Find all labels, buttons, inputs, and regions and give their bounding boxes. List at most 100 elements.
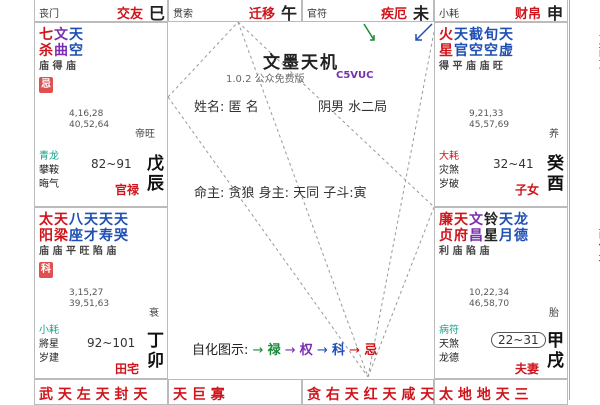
- star-2: 天: [54, 212, 69, 228]
- age-row-1: 9,21,33: [469, 109, 504, 119]
- palace-si[interactable]: 丧门 交友 巳: [34, 0, 168, 23]
- brightness-row: 得 平 庙 庙 旺: [439, 61, 503, 72]
- decade-range: 32~41: [493, 157, 534, 171]
- name-field: 姓名: 匿 名: [194, 100, 259, 115]
- heavenly-stem: 丁: [147, 331, 164, 351]
- star-3: 八: [69, 212, 84, 228]
- center-panel: 文墨天机 1.0.2 公众免费版 C5VUC 姓名: 匿 名 阴男 水二局 命主…: [168, 22, 434, 377]
- chart-code: C5VUC: [336, 70, 374, 81]
- god-1: 青龙: [39, 151, 59, 162]
- star-sha: 杀: [39, 43, 54, 59]
- changsheng-label: 胎: [549, 308, 559, 319]
- age-row-2: 45,57,69: [469, 120, 510, 130]
- star-6: 星: [439, 43, 454, 59]
- legend-lu: 禄: [267, 343, 281, 358]
- star-4: 铃: [484, 212, 499, 228]
- app-version: 1.0.2 公众免费版: [226, 74, 305, 85]
- star-7: 官: [454, 43, 469, 59]
- star-list: 太 地 地 天 三: [439, 387, 529, 403]
- god-1: 小耗: [39, 325, 59, 336]
- brightness-row: 庙 庙 平 旺 陷 庙: [39, 246, 117, 257]
- branch-label: 巳: [149, 4, 166, 23]
- star-1: 火: [439, 27, 454, 43]
- age-row-1: 10,22,34: [469, 288, 510, 298]
- star-11: 月: [499, 228, 514, 244]
- star-5: 天: [499, 27, 514, 43]
- star-qi: 七: [39, 27, 54, 43]
- god-3: 岁建: [39, 353, 59, 364]
- palace-chen[interactable]: 七文天 杀曲空 庙 得 庙 忌 4,16,28 40,52,64 帝旺 青龙 攀…: [34, 22, 168, 207]
- palace-name: 子女: [515, 183, 540, 197]
- palace-name: 夫妻: [515, 362, 540, 376]
- direction-label-right-mid: 西偏北: [597, 228, 600, 264]
- self-transform-legend: 自化图示: → 禄 → 权 → 科 → 忌: [192, 339, 377, 358]
- heavenly-stem: 戊: [147, 154, 164, 174]
- gods-list: 小耗 將星 岁建: [39, 324, 59, 366]
- palace-name: 疾厄: [381, 7, 408, 22]
- palace-yin[interactable]: 武 天 左 天 封 天: [34, 379, 168, 405]
- star-list: 火天截旬天 星官空空虚 得 平 庙 庙 旺: [439, 27, 514, 75]
- earthly-branch: 酉: [547, 174, 564, 194]
- changsheng-label: 衰: [149, 308, 159, 319]
- palace-chou[interactable]: 天 巨 寡: [168, 379, 302, 405]
- branch-label: 未: [413, 4, 430, 23]
- palace-name: 财帛: [515, 7, 542, 22]
- god-2: 將星: [39, 339, 59, 350]
- god-label: 丧门: [39, 9, 59, 20]
- earthly-branch: 辰: [147, 174, 164, 194]
- star-11: 寿: [99, 228, 114, 244]
- palace-you[interactable]: 火天截旬天 星官空空虚 得 平 庙 庙 旺 9,21,33 45,57,69 养…: [434, 22, 568, 207]
- hua-ji-badge: 忌: [39, 77, 53, 93]
- star-10: 才: [84, 228, 99, 244]
- palace-hai[interactable]: 太 地 地 天 三: [434, 379, 568, 405]
- god-1: 病符: [439, 325, 459, 336]
- palace-mao[interactable]: 太天八天天天 阳梁座才寿哭 庙 庙 平 旺 陷 庙 科 3,15,27 39,5…: [34, 207, 168, 379]
- god-2: 灾煞: [439, 165, 459, 176]
- star-10: 星: [484, 228, 499, 244]
- palace-name: 田宅: [115, 362, 140, 376]
- god-3: 岁破: [439, 179, 459, 190]
- palace-wei[interactable]: 官符 疾厄 未: [302, 0, 434, 23]
- god-label: 小耗: [439, 9, 459, 20]
- palace-zi[interactable]: 贪 右 天 红 天 咸 天: [302, 379, 434, 405]
- changsheng-label: 帝旺: [135, 129, 155, 140]
- god-2: 攀鞍: [39, 165, 59, 176]
- earthly-branch: 戌: [547, 351, 564, 371]
- star-9: 昌: [469, 228, 484, 244]
- star-8: 梁: [54, 228, 69, 244]
- star-7: 贞: [439, 228, 454, 244]
- palace-name: 官禄: [115, 183, 140, 197]
- god-2: 天煞: [439, 339, 459, 350]
- star-2: 天: [454, 27, 469, 43]
- god-label: 贯索: [173, 9, 193, 20]
- legend-arrow-1: →: [252, 343, 264, 358]
- star-list: 武 天 左 天 封 天: [39, 387, 148, 403]
- age-row-2: 39,51,63: [69, 299, 110, 309]
- gods-list: 大耗 灾煞 岁破: [439, 150, 459, 192]
- star-5: 天: [499, 212, 514, 228]
- branch-label: 申: [547, 4, 564, 23]
- star-1: 廉: [439, 212, 454, 228]
- star-list: 天 巨 寡: [173, 387, 225, 403]
- palace-wu[interactable]: 贯索 迁移 午: [168, 0, 302, 23]
- ming-zhu-field: 命主: 贪狼 身主: 天同 子斗:寅: [194, 186, 367, 201]
- star-wen: 文: [54, 27, 69, 43]
- gods-list: 病符 天煞 龙德: [439, 324, 459, 366]
- decade-range: 82~91: [91, 157, 132, 171]
- star-9: 空: [484, 43, 499, 59]
- god-3: 龙德: [439, 353, 459, 364]
- age-row-1: 4,16,28: [69, 109, 104, 119]
- star-8: 空: [469, 43, 484, 59]
- palace-xu[interactable]: 廉天文铃天龙 贞府昌星月德 利 庙 陷 庙 10,22,34 46,58,70 …: [434, 207, 568, 379]
- palace-shen[interactable]: 小耗 财帛 申: [434, 0, 568, 23]
- gods-list: 青龙 攀鞍 晦气: [39, 150, 59, 192]
- star-10: 虚: [499, 43, 514, 59]
- star-list: 廉天文铃天龙 贞府昌星月德 利 庙 陷 庙: [439, 212, 529, 260]
- star-3: 文: [469, 212, 484, 228]
- branch-label: 午: [281, 4, 298, 23]
- changsheng-label: 养: [549, 129, 559, 140]
- star-6: 龙: [514, 212, 529, 228]
- god-label: 官符: [307, 9, 327, 20]
- star-4: 天: [84, 212, 99, 228]
